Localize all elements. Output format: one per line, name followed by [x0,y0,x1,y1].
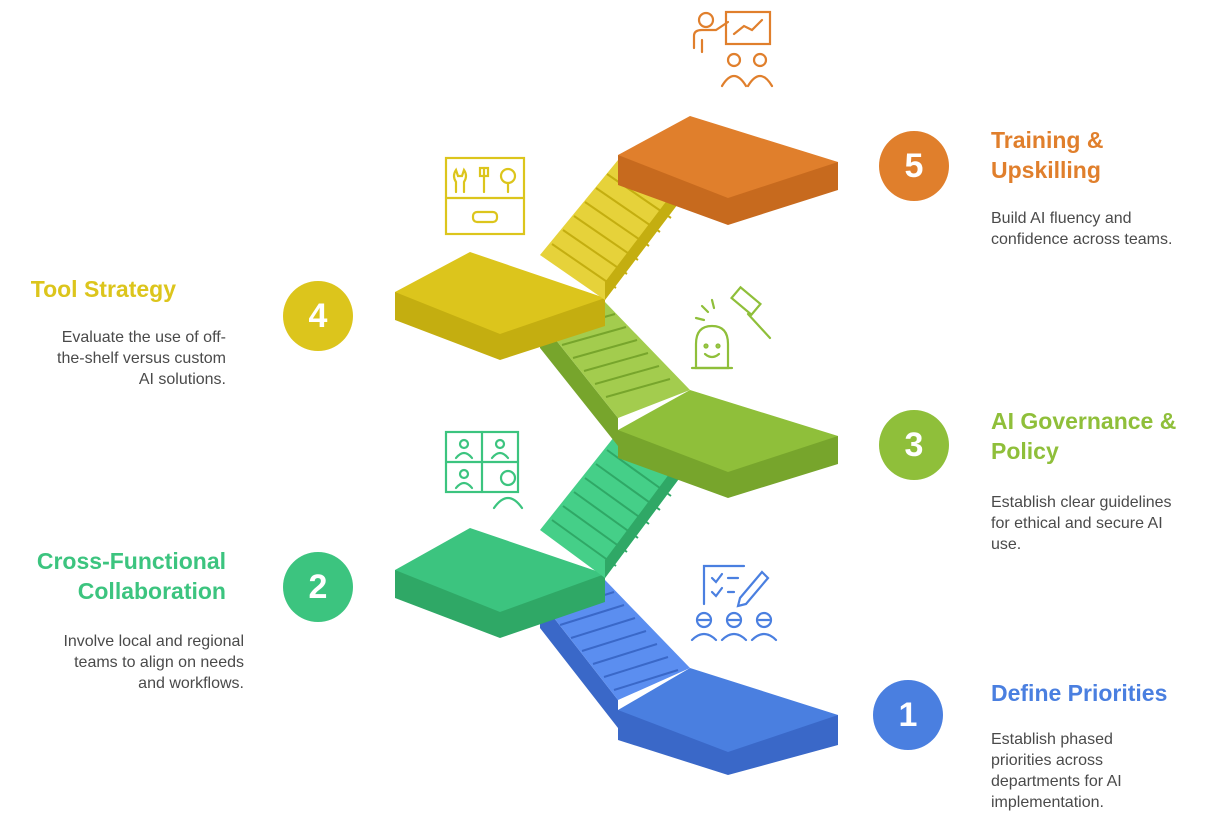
step-2-description: Involve local and regional teams to alig… [63,633,244,692]
video-conference-icon [444,430,524,510]
platform-step-2 [395,528,605,638]
gavel-robot-icon [690,285,772,370]
platform-step-1 [618,668,838,775]
step-1-title: Define Priorities [991,680,1168,706]
toolbox-icon [444,156,526,236]
presentation-trainer-icon [692,10,774,88]
platform-step-4 [395,252,605,360]
step-4-title: Tool Strategy [30,276,176,302]
step-4-description: Evaluate the use of off- the-shelf versu… [57,329,226,388]
step-4-number-badge: 4 [283,281,353,351]
step-5-description: Build AI fluency and confidence across t… [991,210,1173,248]
step-5-title: Training & Upskilling [991,127,1104,183]
step-2-number-badge: 2 [283,552,353,622]
step-2-title: Cross-Functional Collaboration [36,548,226,604]
step-3-number-badge: 3 [879,410,949,480]
platform-step-5 [618,116,838,225]
step-5-number-badge: 5 [879,131,949,201]
step-3-description: Establish clear guidelines for ethical a… [991,494,1172,553]
step-1-number-badge: 1 [873,680,943,750]
step-1-description: Establish phased priorities across depar… [991,731,1122,811]
platform-step-3 [618,390,838,498]
step-3-title: AI Governance & Policy [991,408,1177,464]
team-checklist-icon [690,564,778,642]
